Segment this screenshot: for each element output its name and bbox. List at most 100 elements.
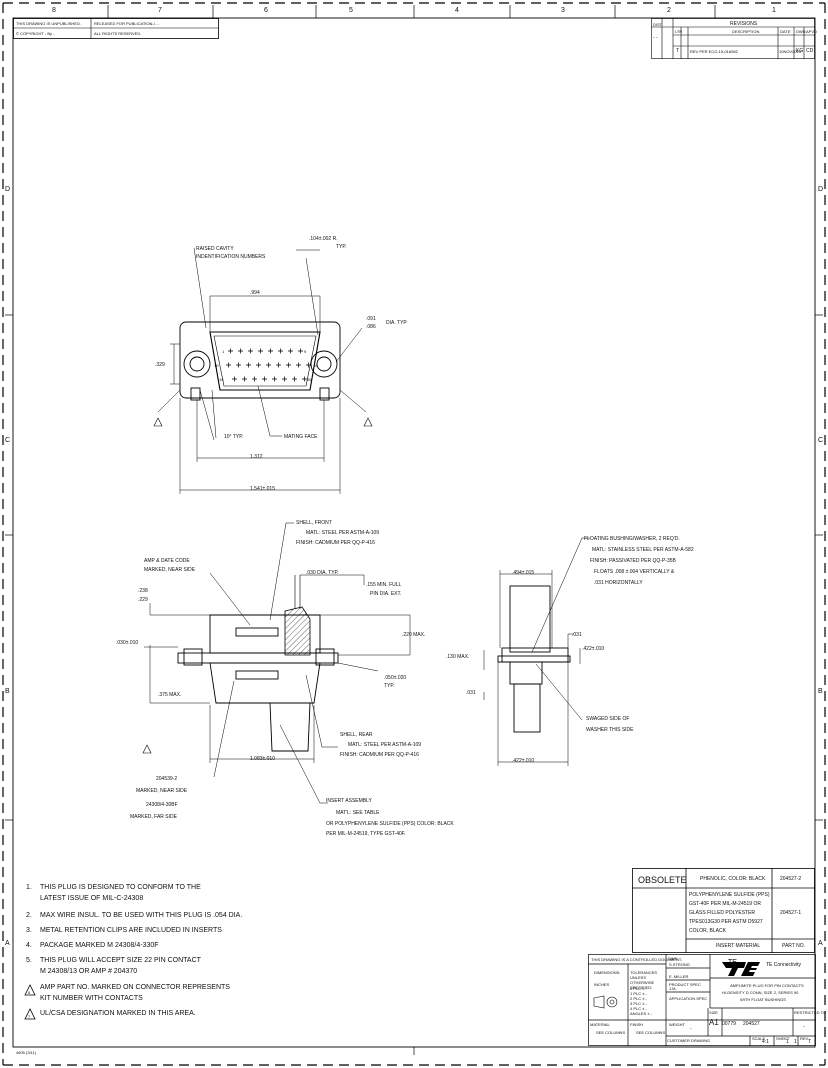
cage-code: 00779 — [722, 1021, 736, 1027]
part-no-header: PART NO. — [782, 943, 806, 949]
rev-desc-header: DESCRIPTION — [732, 29, 760, 34]
rev-desc: REV PER ECO-15-016082 — [690, 49, 738, 54]
chk-name: E. MILLER — [669, 974, 689, 979]
material-value: SEE COLUMNS — [596, 1030, 626, 1035]
unpublished-text: THIS DRAWING IS UNPUBLISHED. — [16, 21, 81, 26]
zone-label-4: 4 — [455, 7, 459, 14]
rev-ltr-header: LTR — [675, 29, 683, 34]
rev-date: 10NOV2015 — [779, 49, 802, 54]
rev-apvd-header: APVD — [806, 29, 817, 34]
mating-face-label: MATING FACE — [284, 434, 318, 440]
finish-value: SEE COLUMNS — [636, 1030, 666, 1035]
note-3-num: 3. — [26, 927, 32, 934]
rev-label: REV — [800, 1036, 809, 1041]
zone-label-1: 1 — [772, 7, 776, 14]
pin-9: 9 — [304, 349, 307, 354]
dim-994: .994 — [250, 290, 260, 296]
sheet-of-value: 1 — [794, 1039, 797, 1045]
note-6-text2: KIT NUMBER WITH CONTACTS — [40, 995, 143, 1002]
scale-value: 4:1 — [762, 1039, 769, 1045]
dim-031a: .031 — [572, 632, 582, 638]
publication-block — [13, 18, 219, 39]
shell-rear-material: MATL: STEEL PER ASTM-A-109 — [348, 742, 422, 748]
rev-dist-values: - - — [653, 35, 658, 41]
material-table — [632, 868, 815, 953]
prod-spec-label: PRODUCT SPEC — [669, 982, 701, 987]
row1-part: 204527-2 — [780, 876, 802, 882]
shell-rear-label: SHELL, REAR — [340, 732, 373, 738]
note-5-text: THIS PLUG WILL ACCEPT SIZE 22 PIN CONTAC… — [40, 957, 201, 964]
dim-229: .229 — [138, 597, 148, 603]
dim-1083: 1.083±.010 — [250, 756, 275, 762]
zone-label-right-d: D — [818, 186, 824, 193]
dim-050: .050±.020 — [384, 675, 407, 681]
note-3-text: METAL RETENTION CLIPS ARE INCLUDED IN IN… — [40, 927, 222, 934]
zone-label-7: 7 — [158, 7, 162, 14]
weight-label: WEIGHT — [669, 1022, 685, 1027]
indent-numbers-label: INDENTIFICATION NUMBERS — [196, 254, 266, 260]
dim-422b: .422±.010 — [512, 758, 535, 764]
radius-typ-label: TYP. — [336, 244, 347, 250]
dim-1312: 1.312 — [250, 454, 263, 460]
min-155-label: .155 MIN. FULL — [366, 582, 402, 588]
size-value: A1 — [709, 1018, 719, 1027]
zone-label-3: 3 — [561, 7, 565, 14]
marked-far: MARKED, FAR SIDE — [130, 814, 177, 820]
angle-label: 10° TYP. — [224, 434, 244, 440]
tolerances-label: TOLERANCES UNLESS OTHERWISE SPECIFIED: — [630, 970, 658, 990]
dia-086: .086 — [366, 324, 376, 330]
row2-material-3: GLASS FILLED POLYESTER — [689, 910, 756, 916]
revisions-table — [651, 18, 815, 59]
footer-code: 4805 (3/11) — [16, 1050, 37, 1055]
released-value: - -/- - — [150, 21, 159, 26]
note-1-text2: LATEST ISSUE OF MIL-C-24308 — [40, 895, 144, 902]
shell-front-label: SHELL, FRONT — [296, 520, 332, 526]
size-label: SIZE — [709, 1010, 718, 1015]
insert-assembly-label: INSERT ASSEMBLY — [326, 798, 372, 804]
note-6-text: AMP PART NO. MARKED ON CONNECTOR REPRESE… — [40, 984, 230, 991]
washer-label: WASHER THIS SIDE — [586, 727, 634, 733]
horizontally-label: .031 HORIZONTALLY — [594, 580, 643, 586]
dim-031b: .031 — [466, 690, 476, 696]
zone-label-right-a: A — [818, 940, 823, 947]
tol-row-1: 1 PLC ± - — [630, 991, 647, 996]
note-5-num: 5. — [26, 957, 32, 964]
radius-label: .104±.002 R. — [309, 236, 338, 242]
pin-19: 19 — [219, 377, 224, 382]
dim-375: .375 MAX. — [158, 692, 182, 698]
pin-1: 1 — [222, 349, 225, 354]
zone-label-right-b: B — [818, 688, 823, 695]
insert-material-label: MAT'L: SEE TABLE — [336, 810, 380, 816]
dim-1541: 1.541±.015 — [250, 486, 275, 492]
drawing-number: 204527 — [743, 1021, 760, 1027]
shell-front-material: MATL: STEEL PER ASTM-A-109 — [306, 530, 380, 536]
note-1-text: THIS PLUG IS DESIGNED TO CONFORM TO THE — [40, 884, 201, 891]
marked-near-2: MARKED, NEAR SIDE — [136, 788, 188, 794]
restricted-value: - — [803, 1024, 805, 1030]
swaged-label: SWAGED SIDE OF — [586, 716, 630, 722]
amp-date-label: AMP & DATE CODE — [144, 558, 190, 564]
zone-label-2: 2 — [667, 7, 671, 14]
note-7-num: 7 — [28, 1014, 31, 1019]
rev-date-header: DATE — [780, 29, 791, 34]
customer-drawing-label: CUSTOMER DRAWING — [667, 1038, 711, 1043]
title-line-2: HI-DENSITY D CONN, SIZE 2, SERIES 90 — [722, 990, 799, 995]
app-spec-label: APPLICATION SPEC — [669, 996, 708, 1001]
note-7-text: UL/CSA DESIGNATION MARKED IN THIS AREA. — [40, 1010, 196, 1017]
tol-row-4: 4 PLC ± - — [630, 1006, 647, 1011]
dimensions-label: DIMENSIONS: — [594, 970, 621, 975]
dim-422a: .422±.010 — [582, 646, 605, 652]
pin-18: 18 — [313, 363, 318, 368]
pin-dia-label: PIN DIA. EXT. — [370, 591, 402, 597]
zone-label-6: 6 — [264, 7, 268, 14]
material-label: MATERIAL — [590, 1022, 610, 1027]
appr-name: J.M. — [669, 986, 677, 991]
zone-label-5: 5 — [349, 7, 353, 14]
row1-material: PHENOLIC, COLOR: BLACK — [700, 876, 766, 882]
dia-091: .091 — [366, 316, 376, 322]
rev-dist-header: DIST — [653, 22, 663, 27]
mark-24308: 24308/4-30BF — [146, 802, 178, 808]
dim-494: .494±.015 — [512, 570, 535, 576]
zone-label-8: 8 — [52, 7, 56, 14]
end-view-drawing — [483, 537, 590, 766]
